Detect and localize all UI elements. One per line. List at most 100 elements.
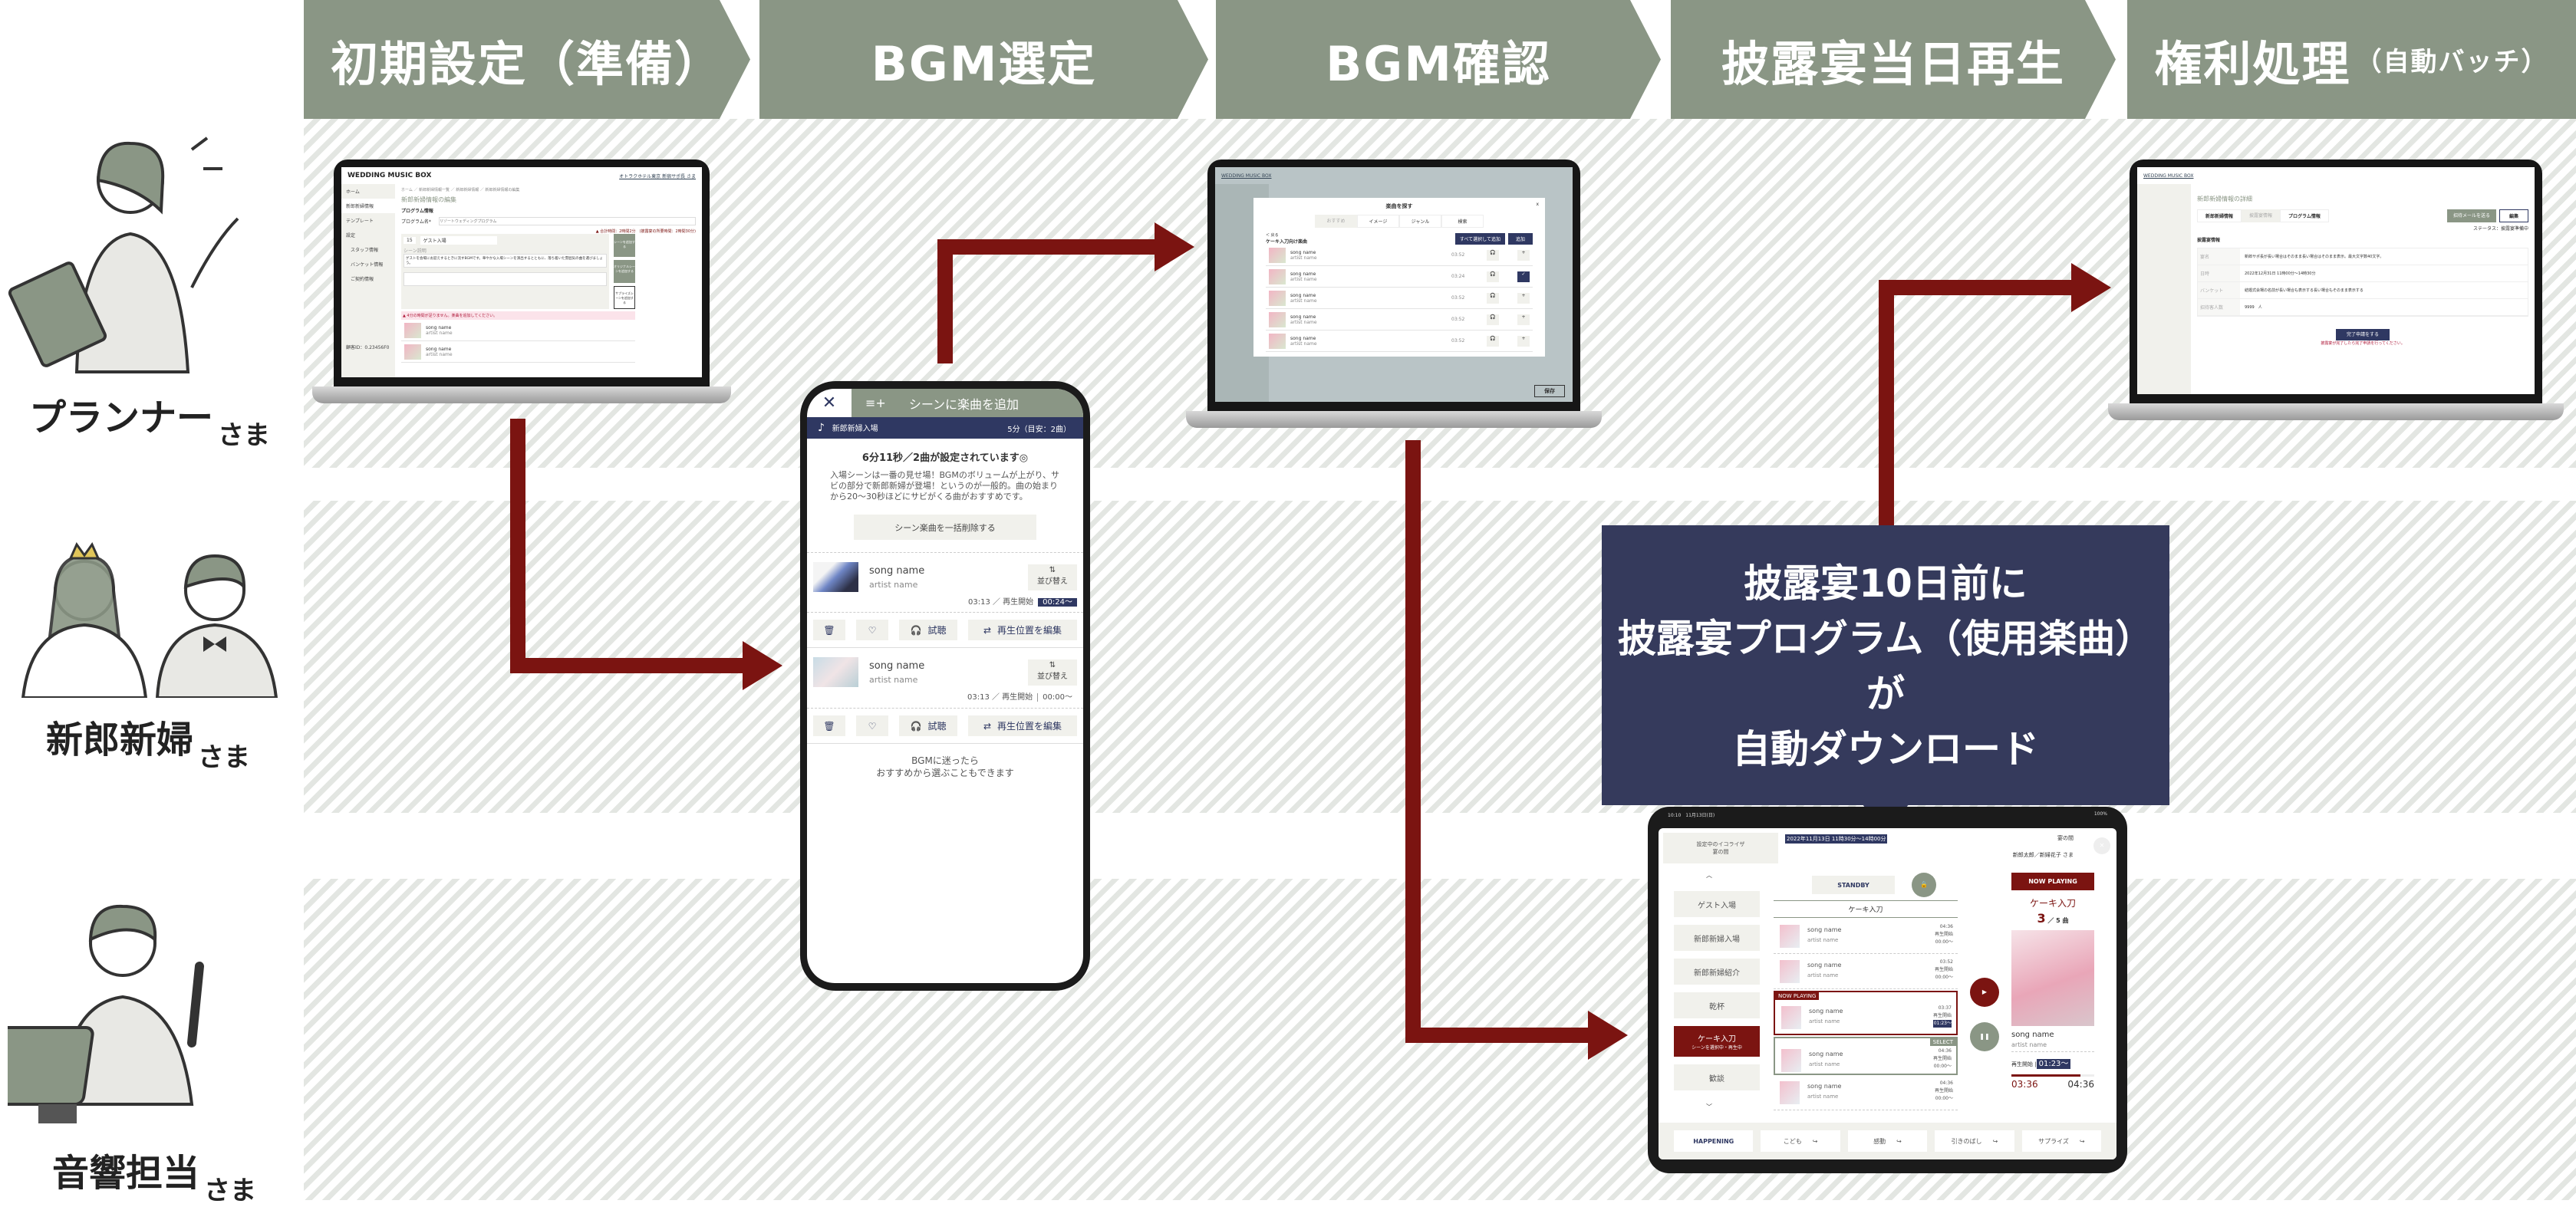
tab-reception-info[interactable]: 披露宴情報 xyxy=(2242,209,2281,222)
scene-select[interactable]: ゲスト入場 xyxy=(420,236,497,245)
scene-desc-field[interactable]: ゲストを会場にお迎えするときに流すBGMです。華やかな入場シーンを演出するととも… xyxy=(404,254,607,268)
save-button[interactable]: 保存 xyxy=(1534,385,1565,397)
step-sublabel: （自動バッチ） xyxy=(2355,47,2549,77)
play-button[interactable]: ▶ xyxy=(1970,978,1999,1007)
scene-button[interactable]: 乾杯 xyxy=(1674,992,1760,1018)
preview-button[interactable]: 🎧 xyxy=(1487,314,1499,325)
preview-button[interactable]: 🎧 xyxy=(1487,249,1499,261)
lane-couple xyxy=(304,501,2576,813)
progress-bar[interactable] xyxy=(2011,1074,2094,1077)
send-invite-button[interactable]: 招待メールを送る xyxy=(2446,209,2496,222)
scroll-up-icon[interactable]: ︿ xyxy=(1706,872,1712,879)
tab-recommended[interactable]: おすすめ xyxy=(1315,215,1357,228)
add-surprise-scene-button[interactable]: サプライズシーンを追加する xyxy=(614,286,635,309)
trash-icon: 🗑 xyxy=(823,720,835,732)
preview-button[interactable]: 🎧試聴 xyxy=(899,620,957,640)
status-bar: 10:10 11月13日(日)100% xyxy=(1668,811,2107,818)
preview-button[interactable]: 🎧試聴 xyxy=(899,715,957,736)
happening-button[interactable]: 感動↪ xyxy=(1847,1130,1928,1152)
scene-button[interactable]: 新郎新婦紹介 xyxy=(1674,959,1760,985)
share-arrow-icon: ↪ xyxy=(2079,1137,2085,1145)
scene-button[interactable]: 歓談 xyxy=(1674,1064,1760,1090)
close-button[interactable]: ✕ xyxy=(807,389,852,417)
delete-button[interactable]: 🗑 xyxy=(813,715,845,736)
sidebar-item-home[interactable]: ホーム xyxy=(346,189,360,195)
now-playing-song: song name xyxy=(2011,1031,2054,1039)
sidebar-item-settings[interactable]: 設定 xyxy=(346,233,356,238)
song-duration: 03:13 xyxy=(967,598,990,607)
song-thumbnail xyxy=(1781,1049,1801,1072)
preview-button[interactable]: 🎧 xyxy=(1487,335,1499,347)
minutes-input[interactable]: 15 xyxy=(404,237,416,244)
tab-program-info[interactable]: プログラム情報 xyxy=(2280,209,2329,222)
laptop-couple-detail: WEDDING MUSIC BOX 新郎新婦情報の詳細 新郎新婦情報披露宴情報プ… xyxy=(2108,160,2564,420)
select-checkbox[interactable]: ✓ xyxy=(1517,271,1530,282)
tablet-playback: 10:10 11月13日(日)100% 設定中のイコライザ宴の間 2022年11… xyxy=(1648,807,2127,1173)
scroll-down-icon[interactable]: ﹀ xyxy=(1706,1103,1712,1110)
scene-button[interactable]: ケーキ入刀シーンを選択中・再生中 xyxy=(1674,1026,1760,1057)
sidebar-item-couple[interactable]: 新郎新婦情報 xyxy=(341,199,395,213)
select-checkbox[interactable]: + xyxy=(1517,292,1530,304)
song-time: 03:52 xyxy=(1451,295,1465,301)
select-checkbox[interactable]: + xyxy=(1517,314,1530,325)
add-scene-button[interactable]: シーンを追加する xyxy=(614,234,635,257)
edit-position-button[interactable]: ⇄再生位置を編集 xyxy=(968,620,1077,640)
flow-arrow-1 xyxy=(510,419,525,673)
close-icon[interactable]: x xyxy=(1536,202,1539,207)
delete-all-button[interactable]: シーン楽曲を一括削除する xyxy=(854,515,1036,540)
sidebar-item-banquet[interactable]: バンケット情報 xyxy=(351,262,384,268)
sort-button[interactable]: ⇅並び替え xyxy=(1028,659,1077,686)
close-button[interactable]: ✕ xyxy=(2093,837,2110,854)
pause-button[interactable]: ❚❚ xyxy=(1970,1022,1999,1051)
tab-image[interactable]: イメージ xyxy=(1357,215,1399,228)
back-link[interactable]: ＜ 戻る xyxy=(1266,233,1279,238)
favorite-button[interactable]: ♡ xyxy=(856,715,888,736)
account-link[interactable]: オトラクホテル東京 新宿サポ長 さま xyxy=(619,173,696,179)
sidebar-item-contract[interactable]: ご契約情報 xyxy=(351,277,374,282)
select-checkbox[interactable]: + xyxy=(1517,335,1530,347)
memo-field[interactable] xyxy=(404,272,607,286)
flow-arrowhead-3 xyxy=(1588,1011,1628,1060)
song-time: 03:52 xyxy=(1451,338,1465,344)
tab-couple-info[interactable]: 新郎新婦情報 xyxy=(2197,209,2242,222)
total-time: ▲ 合計時間：2時間2分 (披露宴の所要時間：2時間30分) xyxy=(595,229,696,234)
step-bgm-confirm: BGM確認 xyxy=(1216,0,1661,119)
edit-position-button[interactable]: ⇄再生位置を編集 xyxy=(968,715,1077,736)
happening-button[interactable]: HAPPENING xyxy=(1674,1130,1754,1152)
modal-title: 楽曲を探す xyxy=(1385,203,1413,209)
happening-button[interactable]: 引きのばし↪ xyxy=(1935,1130,2014,1152)
tab-search[interactable]: 検索 xyxy=(1441,215,1484,228)
list-title: ケーキ入刀向け楽曲 xyxy=(1266,239,1308,245)
select-all-button[interactable]: すべて選択して追加 xyxy=(1454,233,1505,245)
recommend-link[interactable]: BGMに迷ったらおすすめから選ぶこともできます xyxy=(876,755,1014,778)
lock-button[interactable]: 🔒 xyxy=(1912,873,1936,897)
favorite-button[interactable]: ♡ xyxy=(856,620,888,640)
delete-button[interactable]: 🗑 xyxy=(813,620,845,640)
add-button[interactable]: 追加 xyxy=(1507,233,1533,245)
sidebar-item-template[interactable]: テンプレート xyxy=(346,219,374,224)
venue-name: 宴の間 xyxy=(2057,835,2074,841)
tab-genre[interactable]: ジャンル xyxy=(1399,215,1441,228)
preview-button[interactable]: 🎧 xyxy=(1487,271,1499,282)
happening-button[interactable]: こども↪ xyxy=(1761,1130,1840,1152)
standby-button[interactable]: STANDBY xyxy=(1812,876,1895,894)
complete-request-button[interactable]: 完了申請をする xyxy=(2335,329,2390,340)
select-checkbox[interactable]: + xyxy=(1517,249,1530,261)
sidebar-item-staff[interactable]: スタッフ情報 xyxy=(351,248,379,253)
program-name-input[interactable] xyxy=(438,217,696,225)
add-original-scene-button[interactable]: オリジナルシーンを追加する xyxy=(614,260,635,283)
happening-button[interactable]: サプライズ↪ xyxy=(2021,1130,2102,1152)
scene-button[interactable]: ゲスト入場 xyxy=(1674,891,1760,917)
sort-button[interactable]: ⇅並び替え xyxy=(1028,564,1077,590)
preview-button[interactable]: 🎧 xyxy=(1487,292,1499,304)
scene-button[interactable]: 新郎新婦入場 xyxy=(1674,925,1760,951)
now-playing-panel: NOW PLAYING ケーキ入刀 3 ／ 5 曲 song name arti… xyxy=(2011,873,2094,1090)
equalizer-setting[interactable]: 設定中のイコライザ宴の間 xyxy=(1663,833,1778,863)
edit-button[interactable]: 編集 xyxy=(2499,209,2528,222)
